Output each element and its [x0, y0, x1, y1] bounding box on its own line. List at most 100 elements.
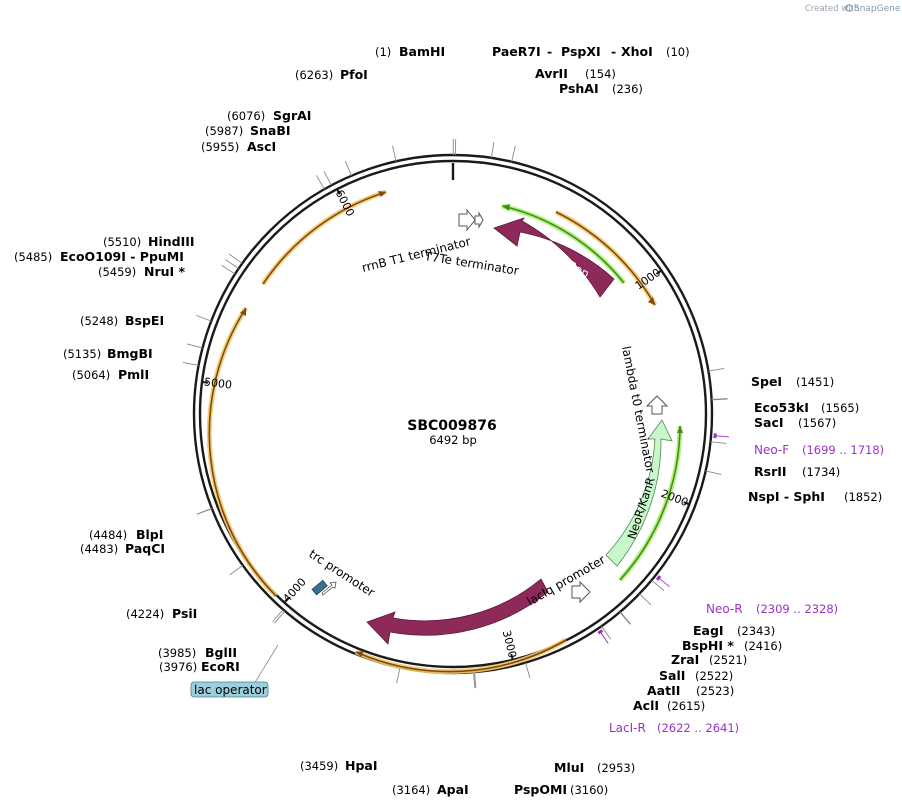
- site-paer7i[interactable]: PaeR7I: [492, 44, 541, 59]
- site-pos-psii: (4224): [126, 607, 164, 621]
- site-leader: [182, 361, 199, 366]
- site-dash: -: [611, 44, 616, 59]
- lambda-t0-terminator-icon[interactable]: [645, 395, 669, 415]
- site-pos-spei: (1451): [796, 375, 834, 389]
- site-pshai[interactable]: PshAI: [559, 81, 599, 96]
- site-leader: [710, 441, 727, 444]
- laciq-promoter-icon[interactable]: [571, 580, 591, 604]
- site-bmgbi[interactable]: BmgBI: [107, 346, 153, 361]
- site-leader: [711, 398, 728, 401]
- primer-neo-r[interactable]: Neo-R: [706, 602, 743, 616]
- feature-neor-kanr[interactable]: [605, 419, 673, 567]
- site-leader: [651, 579, 665, 591]
- trc-promoter-icon[interactable]: [311, 579, 328, 596]
- site-avrii[interactable]: AvrII: [535, 66, 568, 81]
- site-hindiii[interactable]: HindIII: [148, 234, 195, 249]
- green-arc: [619, 425, 681, 581]
- bp-tick: [336, 188, 341, 195]
- orf-arc: [555, 211, 656, 306]
- primer-neo-f[interactable]: Neo-F: [754, 443, 789, 457]
- label-t7te-terminator: T7Te terminator: [423, 249, 520, 278]
- site-pos-eco53ki: (1565): [821, 401, 859, 415]
- site-ecori[interactable]: EcoRI: [201, 659, 240, 674]
- primer-leader: [658, 577, 670, 588]
- orf-arrowhead: [240, 308, 246, 316]
- site-pos-pshai: (236): [612, 82, 643, 96]
- bp-tick: [683, 501, 690, 506]
- site-leader: [221, 264, 236, 275]
- site-pos-avrii: (154): [585, 67, 616, 81]
- site-pos-nspi-sphi: (1852): [844, 490, 882, 504]
- site-saci[interactable]: SacI: [754, 415, 784, 430]
- backbone-inner: [198, 159, 708, 669]
- site-sgrai[interactable]: SgrAI: [273, 108, 311, 123]
- site-pos-bglii: (3985): [158, 646, 196, 660]
- site-leader: [225, 259, 239, 269]
- site-pmli[interactable]: PmlI: [118, 367, 149, 382]
- site-sali[interactable]: SalI: [659, 668, 685, 683]
- credit-prefix: Created with: [805, 4, 859, 14]
- site-nspi-sphi[interactable]: NspI - SphI: [748, 489, 825, 504]
- site-leader: [601, 625, 612, 640]
- site-pos-hindiii: (5510): [103, 235, 141, 249]
- bp-tick-label: 4000: [280, 576, 308, 606]
- site-pos-saci: (1567): [798, 416, 836, 430]
- site-leader: [525, 662, 531, 679]
- site-pos-acli: (2615): [667, 699, 705, 713]
- site-hpai[interactable]: HpaI: [345, 758, 378, 773]
- site-xhoi[interactable]: XhoI: [621, 44, 653, 59]
- site-zrai[interactable]: ZraI: [671, 652, 699, 667]
- site-bglii[interactable]: BglII: [205, 645, 237, 660]
- t7te-terminator-icon[interactable]: [474, 211, 484, 229]
- site-spei[interactable]: SpeI: [751, 374, 782, 389]
- site-eagi[interactable]: EagI: [693, 623, 724, 638]
- feature-arrows: [311, 208, 673, 645]
- site-paqci[interactable]: PaqCI: [125, 541, 165, 556]
- site-pspxi[interactable]: PspXI: [561, 44, 601, 59]
- rrnb-t1-terminator-icon[interactable]: [458, 208, 476, 232]
- feature-laci[interactable]: [366, 578, 549, 645]
- site-pspomi[interactable]: PspOMI: [514, 782, 567, 797]
- site-mlui[interactable]: MluI: [554, 760, 584, 775]
- primer-range-laci-r: (2622 .. 2641): [657, 721, 739, 735]
- site-blpi[interactable]: BlpI: [136, 527, 163, 542]
- lac-operator-leader: [253, 644, 279, 685]
- site-leader: [511, 146, 516, 162]
- site-bamhi[interactable]: BamHI: [399, 44, 445, 59]
- primer-leader: [715, 435, 730, 438]
- site-apai[interactable]: ApaI: [437, 782, 469, 797]
- lac-operator-label: lac operator: [194, 683, 267, 697]
- site-leader: [228, 253, 243, 264]
- site-pfoi[interactable]: PfoI: [340, 67, 368, 82]
- feature-pbbr1-rep[interactable]: [493, 217, 615, 298]
- site-rsrii[interactable]: RsrII: [754, 464, 787, 479]
- plasmid-length: 6492 bp: [429, 433, 477, 447]
- site-asci[interactable]: AscI: [247, 139, 276, 154]
- site-pos-ecoo109i: (5485): [14, 250, 52, 264]
- lac-operator-box[interactable]: [190, 681, 269, 698]
- site-snabi[interactable]: SnaBI: [250, 123, 291, 138]
- site-aatii[interactable]: AatII: [647, 683, 680, 698]
- site-eco53ki[interactable]: Eco53kI: [754, 400, 809, 415]
- site-pos-xhoi: (10): [666, 45, 690, 59]
- site-ecoo109i-ppumi[interactable]: EcoO109I - PpuMI: [60, 249, 184, 264]
- site-nrui[interactable]: NruI *: [144, 264, 186, 279]
- green-arrowhead: [502, 204, 510, 211]
- site-bspei[interactable]: BspEI: [125, 313, 164, 328]
- primer-marks: [597, 433, 730, 644]
- site-leader: [196, 314, 212, 322]
- site-psii[interactable]: PsiI: [172, 606, 197, 621]
- site-leaders: [182, 138, 728, 689]
- orf-arc: [355, 639, 567, 673]
- site-dash: -: [547, 44, 552, 59]
- site-pos-mlui: (2953): [597, 761, 635, 775]
- site-pos-paqci: (4483): [80, 542, 118, 556]
- site-pos-pspomi: (3160): [570, 783, 608, 797]
- site-pos-sgrai: (6076): [227, 109, 265, 123]
- primer-laci-r[interactable]: LacI-R: [609, 721, 646, 735]
- bp-tick-label: 3000: [500, 629, 519, 659]
- site-acli[interactable]: AclI: [633, 698, 659, 713]
- site-bsphi[interactable]: BspHI *: [682, 638, 734, 653]
- site-pos-nrui: (5459): [98, 265, 136, 279]
